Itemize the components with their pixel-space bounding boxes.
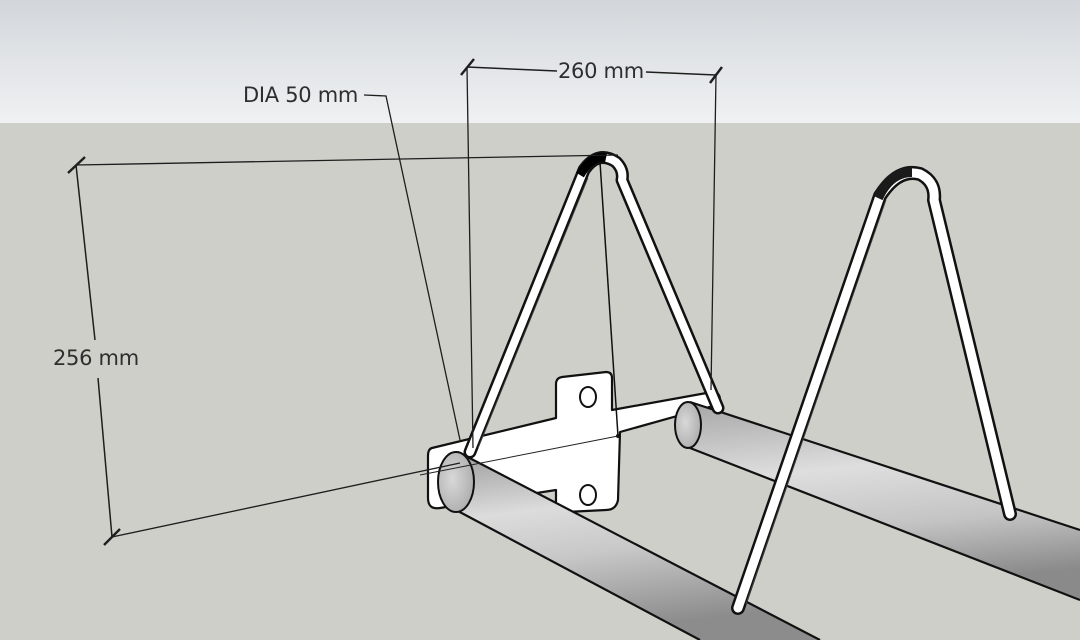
dimension-width[interactable] <box>460 58 723 449</box>
dimension-diameter-label[interactable]: DIA 50 mm <box>243 83 359 107</box>
hoop-rear[interactable] <box>731 166 1017 615</box>
dimension-height[interactable] <box>67 154 619 546</box>
dimension-width-label[interactable]: 260 mm <box>558 59 644 83</box>
plate-guide-line <box>419 435 619 476</box>
dimension-height-label[interactable]: 256 mm <box>53 346 139 370</box>
mount-hole-bottom <box>579 484 597 506</box>
sky-background <box>0 0 1080 123</box>
support-tube-right[interactable] <box>674 400 1080 602</box>
hoop-front[interactable] <box>463 151 725 459</box>
center-guide-line <box>599 161 619 437</box>
support-tube-left[interactable] <box>437 451 821 640</box>
dimension-diameter-leader[interactable] <box>363 94 461 441</box>
mount-hole-top <box>579 386 597 408</box>
